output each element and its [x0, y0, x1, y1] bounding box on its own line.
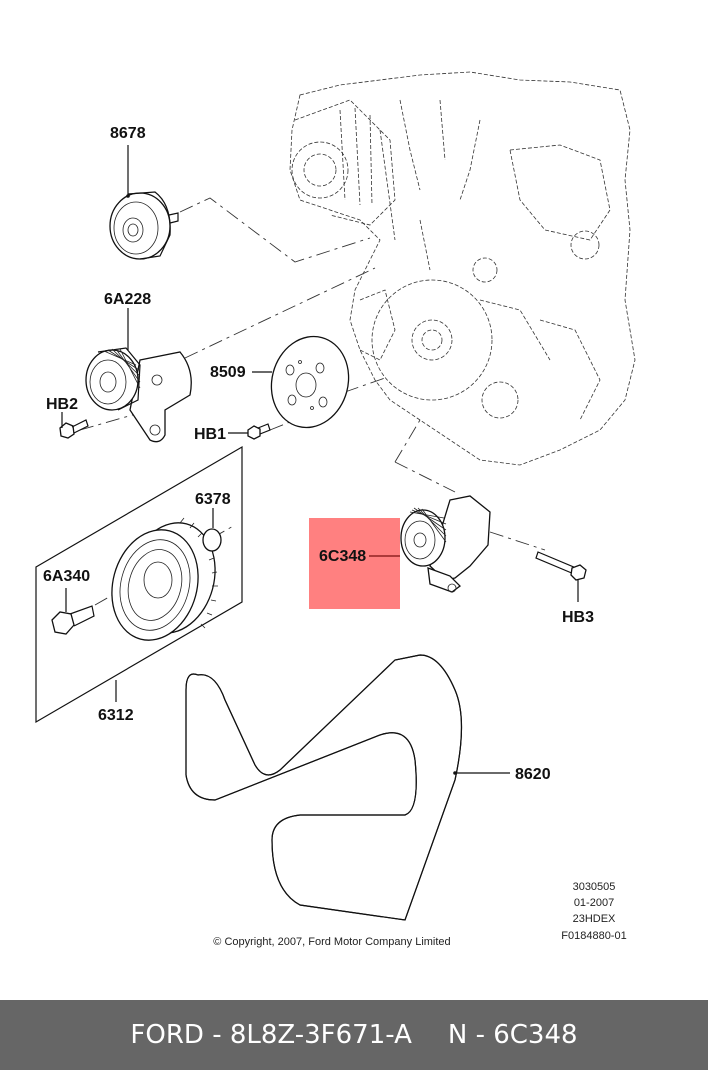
diagram-reference-number: N - 6C348 — [447, 1020, 578, 1050]
reference-codes: 3030505 01-2007 23HDEX F0184880-01 — [561, 881, 626, 942]
oem-part-number: FORD - 8L8Z-3F671-A — [130, 1020, 412, 1050]
part-HB1-bolt[interactable] — [247, 423, 271, 440]
ref-code: 3030505 — [573, 881, 616, 893]
part-6A228-belt-tensioner[interactable] — [85, 347, 192, 443]
assembly-guide-lines — [79, 197, 546, 606]
label-HB3[interactable]: HB3 — [562, 609, 594, 626]
part-number-footer: FORD - 8L8Z-3F671-A N - 6C348 — [0, 1000, 708, 1070]
label-6312[interactable]: 6312 — [98, 707, 134, 724]
ref-code: 01-2007 — [574, 897, 614, 909]
label-8678[interactable]: 8678 — [110, 125, 146, 142]
part-6A340-bolt[interactable] — [51, 605, 95, 635]
kit-6312-outline — [35, 445, 243, 724]
label-8509[interactable]: 8509 — [210, 364, 246, 381]
copyright-notice: © Copyright, 2007, Ford Motor Company Li… — [213, 936, 450, 948]
label-6C348[interactable]: 6C348 — [319, 548, 366, 565]
label-HB2[interactable]: HB2 — [46, 396, 78, 413]
part-8678-idler-pulley[interactable] — [109, 191, 179, 260]
highlight-box-6C348 — [309, 518, 400, 609]
part-6C348-tensioner[interactable] — [400, 495, 491, 593]
part-8620-serpentine-belt[interactable] — [185, 654, 463, 921]
label-6A340[interactable]: 6A340 — [43, 568, 90, 585]
part-8509-pulley[interactable] — [261, 328, 358, 437]
part-HB2-bolt[interactable] — [59, 419, 89, 439]
label-8620[interactable]: 8620 — [515, 766, 551, 783]
part-HB3-bolt[interactable] — [535, 551, 587, 581]
parts-diagram: 8678 6A228 HB2 8509 HB1 — [35, 71, 636, 948]
label-HB1[interactable]: HB1 — [194, 426, 226, 443]
label-6378[interactable]: 6378 — [195, 491, 231, 508]
part-crankshaft-pulley[interactable] — [100, 513, 227, 650]
engine-block-illustration — [289, 71, 636, 466]
ref-code: 23HDEX — [573, 913, 616, 925]
ref-code: F0184880-01 — [561, 930, 626, 942]
label-6A228[interactable]: 6A228 — [104, 291, 151, 308]
part-6378-ring[interactable] — [202, 528, 222, 552]
